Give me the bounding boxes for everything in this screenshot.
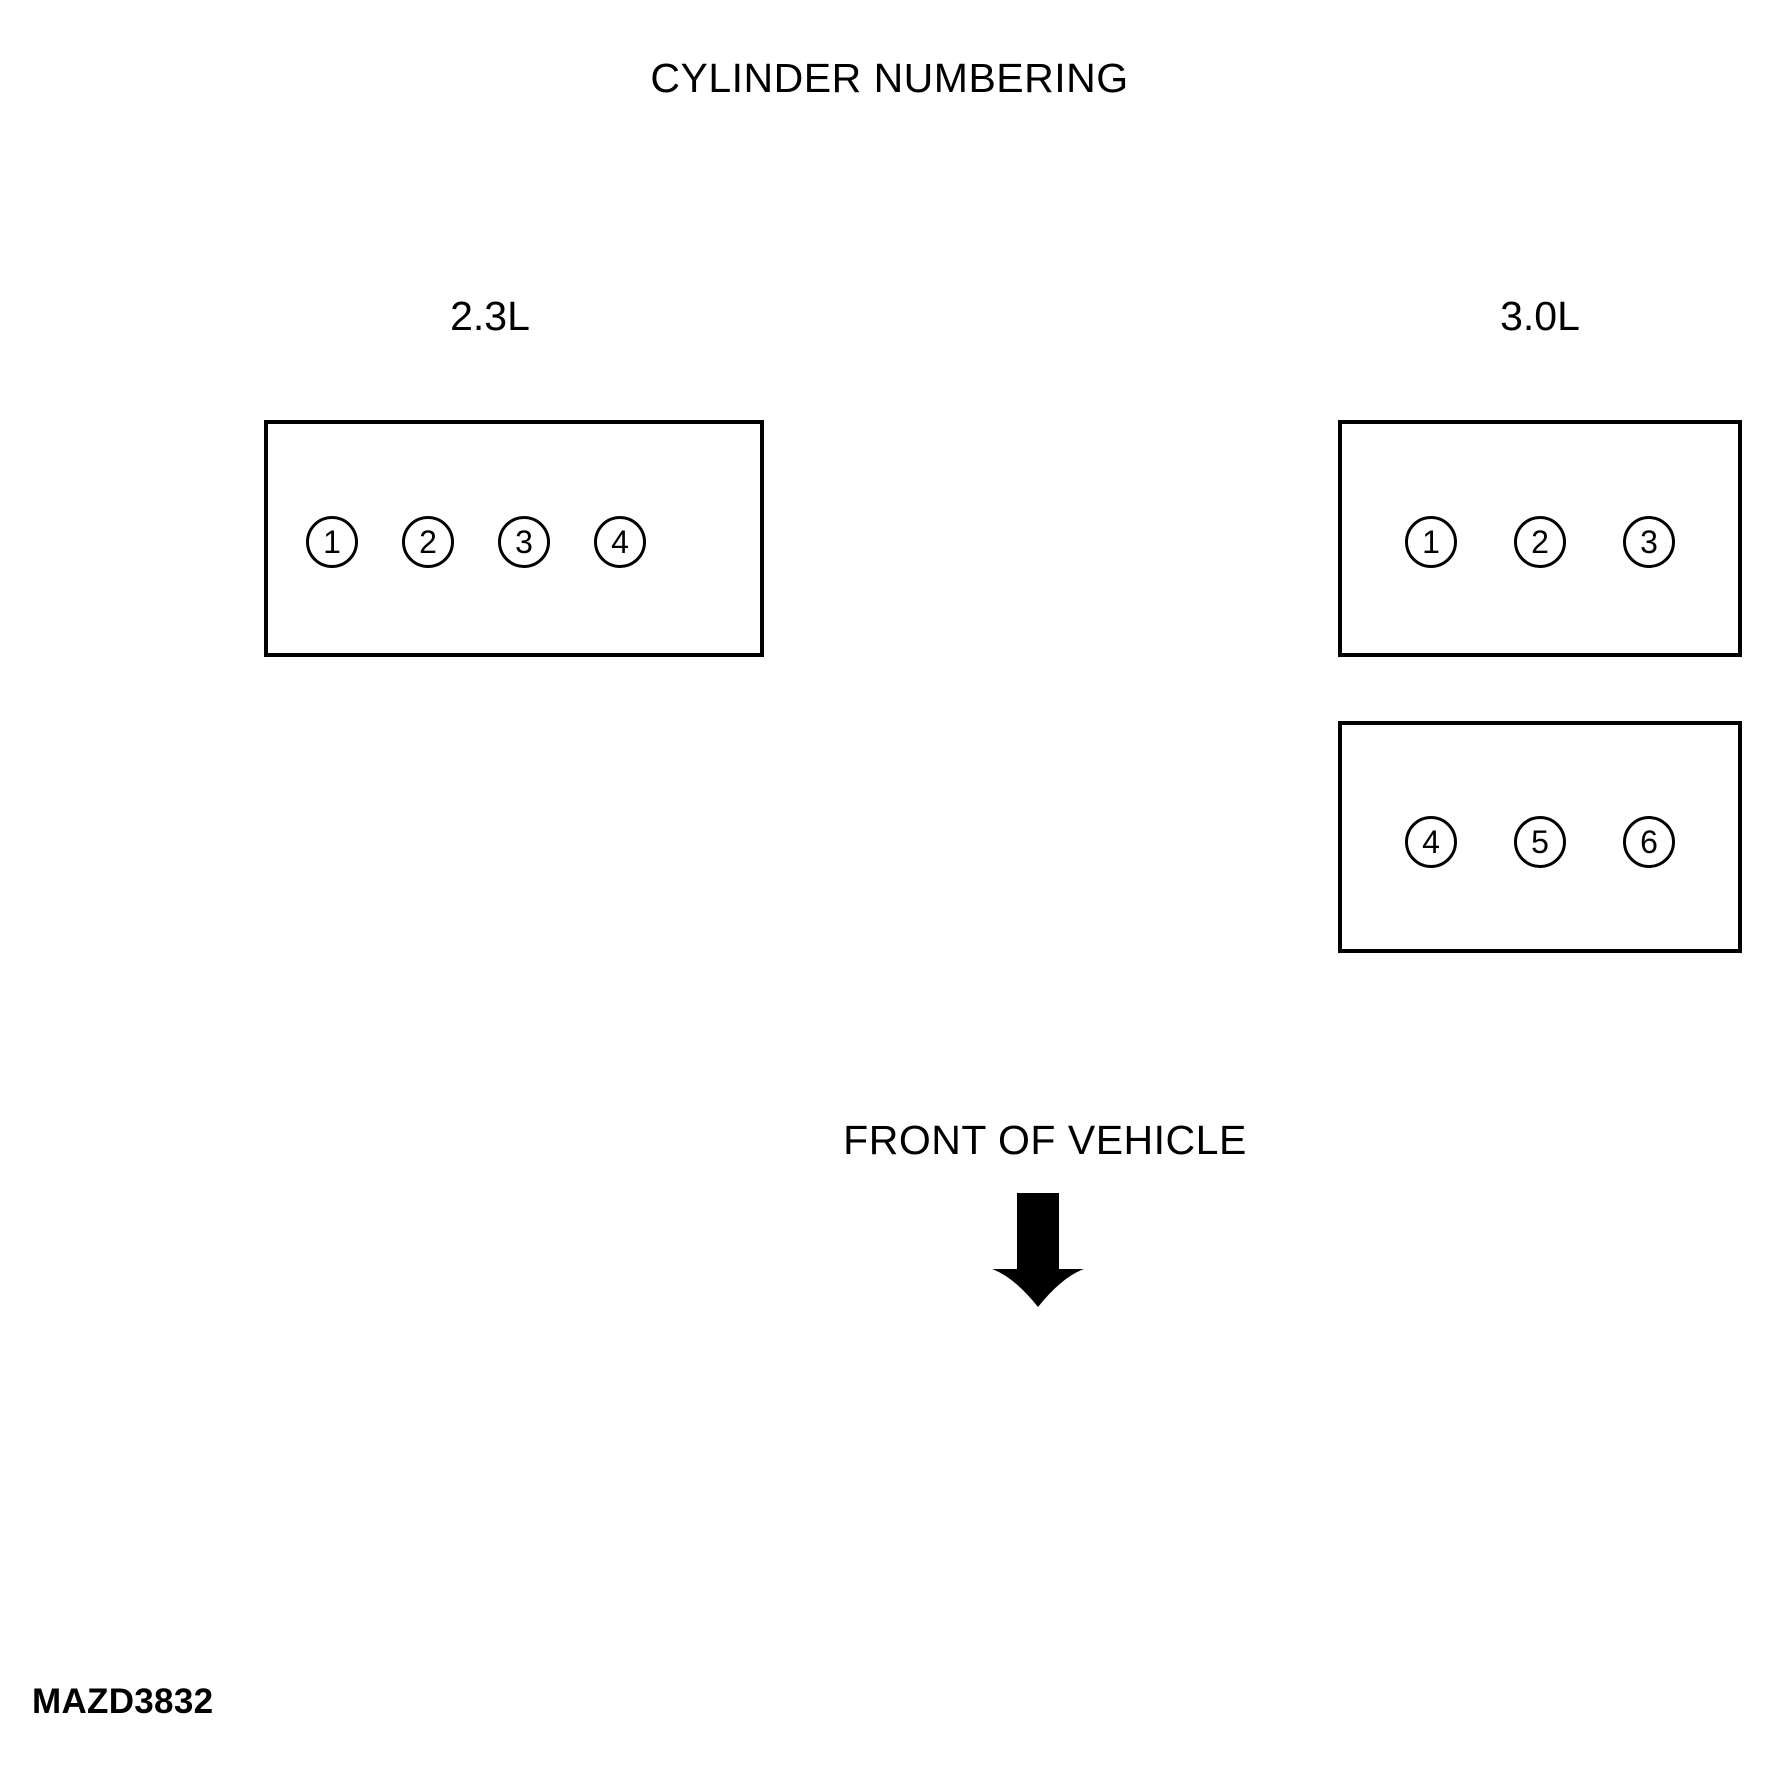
front-of-vehicle-label: FRONT OF VEHICLE	[843, 1117, 1247, 1163]
cylinder-marker-4: 4	[594, 516, 646, 568]
cylinder-row-3-0l-bank-a: 1 2 3	[1405, 516, 1675, 568]
cylinder-marker-6: 6	[1623, 816, 1675, 868]
cylinder-marker-5: 5	[1514, 816, 1566, 868]
cylinder-marker-2: 2	[1514, 516, 1566, 568]
cylinder-marker-4: 4	[1405, 816, 1457, 868]
cylinder-marker-2: 2	[402, 516, 454, 568]
engine-label-3-0l: 3.0L	[1500, 293, 1580, 339]
cylinder-marker-3: 3	[498, 516, 550, 568]
down-arrow-icon	[988, 1193, 1088, 1311]
cylinder-marker-1: 1	[306, 516, 358, 568]
drawing-code-label: MAZD3832	[32, 1682, 214, 1721]
cylinder-row-3-0l-bank-b: 4 5 6	[1405, 816, 1675, 868]
cylinder-row-2-3l: 1 2 3 4	[306, 516, 646, 568]
cylinder-marker-3: 3	[1623, 516, 1675, 568]
cylinder-marker-1: 1	[1405, 516, 1457, 568]
engine-label-2-3l: 2.3L	[450, 293, 530, 339]
page-title: CYLINDER NUMBERING	[650, 55, 1129, 101]
